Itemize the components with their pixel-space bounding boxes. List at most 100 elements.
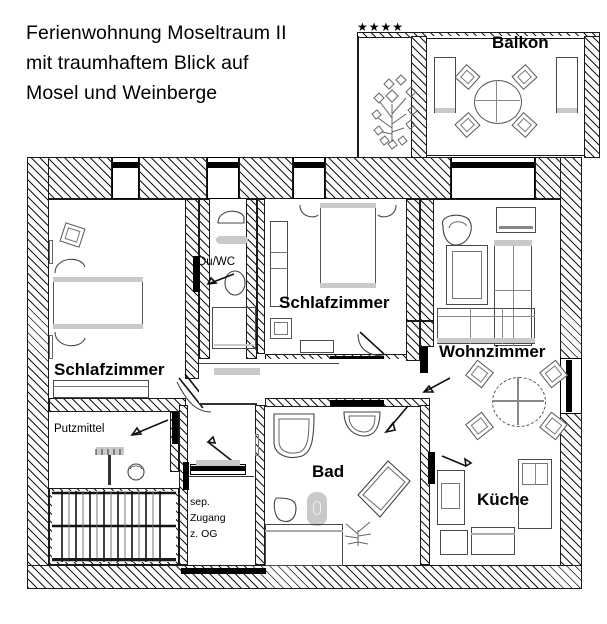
room-label-du-wc: Du/WC <box>198 256 236 268</box>
window-top-3 <box>293 162 325 168</box>
bidet-bad <box>307 492 327 526</box>
bed-left-footboard <box>53 324 143 329</box>
livingroom-top-line <box>434 199 560 201</box>
hall-opening-1 <box>183 462 189 490</box>
vanity-bad <box>265 524 343 566</box>
tv-stand <box>499 226 533 229</box>
shower-duwc-drain <box>214 344 254 346</box>
sink-bad-icon <box>343 411 381 437</box>
vanity-bad-line <box>265 530 343 532</box>
shelf-tall-shelf-1 <box>494 290 532 291</box>
bed-left-nightstand-1 <box>54 258 86 274</box>
wardrobe-left-line <box>53 386 149 387</box>
stairs-bottom-edge <box>52 558 176 561</box>
balcony-table-cross-v <box>496 80 498 122</box>
kitchen-floor <box>430 447 560 565</box>
bed-mid-footboard <box>320 283 376 288</box>
balcony-lounger-right-foot <box>557 108 577 113</box>
hallway-console <box>214 368 260 375</box>
zugang-label-2: Zugang <box>190 512 226 524</box>
wall-top-4 <box>325 157 451 199</box>
putzmittel-wall-top <box>49 398 186 412</box>
sink-kitchen-divider <box>535 463 536 485</box>
balcony-lounger-left <box>434 57 456 113</box>
door-livingroom <box>422 377 451 393</box>
room-label-wohnzimmer: Wohnzimmer <box>439 342 546 361</box>
sideboard-base <box>437 338 535 343</box>
wall-top-3 <box>239 157 293 199</box>
cabinet-kitchen-1 <box>471 527 515 555</box>
window-top-1 <box>112 162 139 168</box>
zugang-label-1: sep. <box>190 496 210 508</box>
window-bottom <box>181 568 266 574</box>
door-bedroom-mid <box>357 331 385 357</box>
room-label-balkon: Balkon <box>492 33 549 52</box>
door-opening-duwc <box>193 256 200 292</box>
toilet-duwc-icon <box>224 270 246 296</box>
broom-head-icon <box>96 447 124 455</box>
bed-left-headboard <box>53 277 143 282</box>
sideboard-div-2 <box>502 308 503 344</box>
star-rating-icon: ★★★★ <box>357 20 405 34</box>
wall-hall-right-stub <box>406 321 420 361</box>
bed-mid-headboard <box>320 203 376 208</box>
door-putzmittel <box>130 419 169 436</box>
bedroom-left-wall-notch-1 <box>49 240 53 264</box>
room-label-kueche: Küche <box>477 490 529 509</box>
shelf-tall-divider <box>513 246 514 346</box>
balcony-wall-inner-left <box>411 36 427 158</box>
door-opening-kitchen <box>428 452 435 484</box>
balcony-left-edge <box>357 36 359 158</box>
title-line-3: Mosel und Weinberge <box>26 82 218 104</box>
shower-bad <box>357 460 411 518</box>
bedroom-mid-wall-right <box>406 199 420 321</box>
zugang-label-3: z. OG <box>190 528 218 540</box>
wardrobe-mid <box>270 221 288 307</box>
cabinet-kitchen-1-line <box>471 533 515 535</box>
sideboard-div-1 <box>470 308 471 344</box>
sideboard-livingroom <box>437 308 535 344</box>
bad-wall-right <box>420 405 430 565</box>
counter-kitchen-right <box>518 459 552 529</box>
room-label-schlafzimmer-links: Schlafzimmer <box>54 360 165 379</box>
hallway-top-line <box>199 363 339 365</box>
hall-threshold <box>196 460 240 466</box>
dining-table-cross-v <box>517 377 519 425</box>
bucket-icon <box>127 463 145 481</box>
bed-left <box>53 277 143 329</box>
wall-top-2 <box>139 157 207 199</box>
bedroom-mid-wall-left <box>257 199 265 354</box>
page-title: Ferienwohnung Moseltraum II mit traumhaf… <box>26 18 356 108</box>
wardrobe-left <box>53 380 149 398</box>
wardrobe-mid-div-1 <box>270 252 288 253</box>
title-line-1: Ferienwohnung Moseltraum II <box>26 22 287 44</box>
window-top-4 <box>451 162 535 168</box>
bed-mid-nightstand-1 <box>299 204 319 218</box>
bedroom-left-wall-notch-2 <box>49 335 53 359</box>
dining-table-livingroom <box>492 377 546 427</box>
tv-livingroom <box>496 207 536 233</box>
plant-icon <box>371 74 418 150</box>
fridge-kitchen-door <box>441 483 460 509</box>
wardrobe-mid-div-2 <box>270 268 288 269</box>
door-opening-bad <box>330 400 384 406</box>
bedroom-left-top-line <box>49 199 187 201</box>
hallway-floor <box>199 359 420 405</box>
broom-handle-icon <box>108 455 111 485</box>
balcony-wall-right <box>584 36 600 158</box>
livingroom-wall-left-upper <box>420 199 434 321</box>
room-label-putzmittel: Putzmittel <box>54 423 105 435</box>
title-line-2: mit traumhaftem Blick auf <box>26 52 249 74</box>
balcony-inner-bottom-line <box>427 155 584 157</box>
broom-bristles-icon <box>95 449 121 455</box>
picture-livingroom-inner <box>452 251 482 299</box>
livingroom-wall-stub <box>420 321 434 347</box>
plant-bad-icon <box>344 521 372 546</box>
wall-bottom <box>27 565 582 589</box>
balcony-lounger-right <box>556 57 578 113</box>
bed-left-nightstand-2 <box>54 331 86 347</box>
picture-livingroom <box>446 245 488 305</box>
zugang-floor <box>186 476 254 565</box>
fridge-kitchen <box>437 470 465 525</box>
